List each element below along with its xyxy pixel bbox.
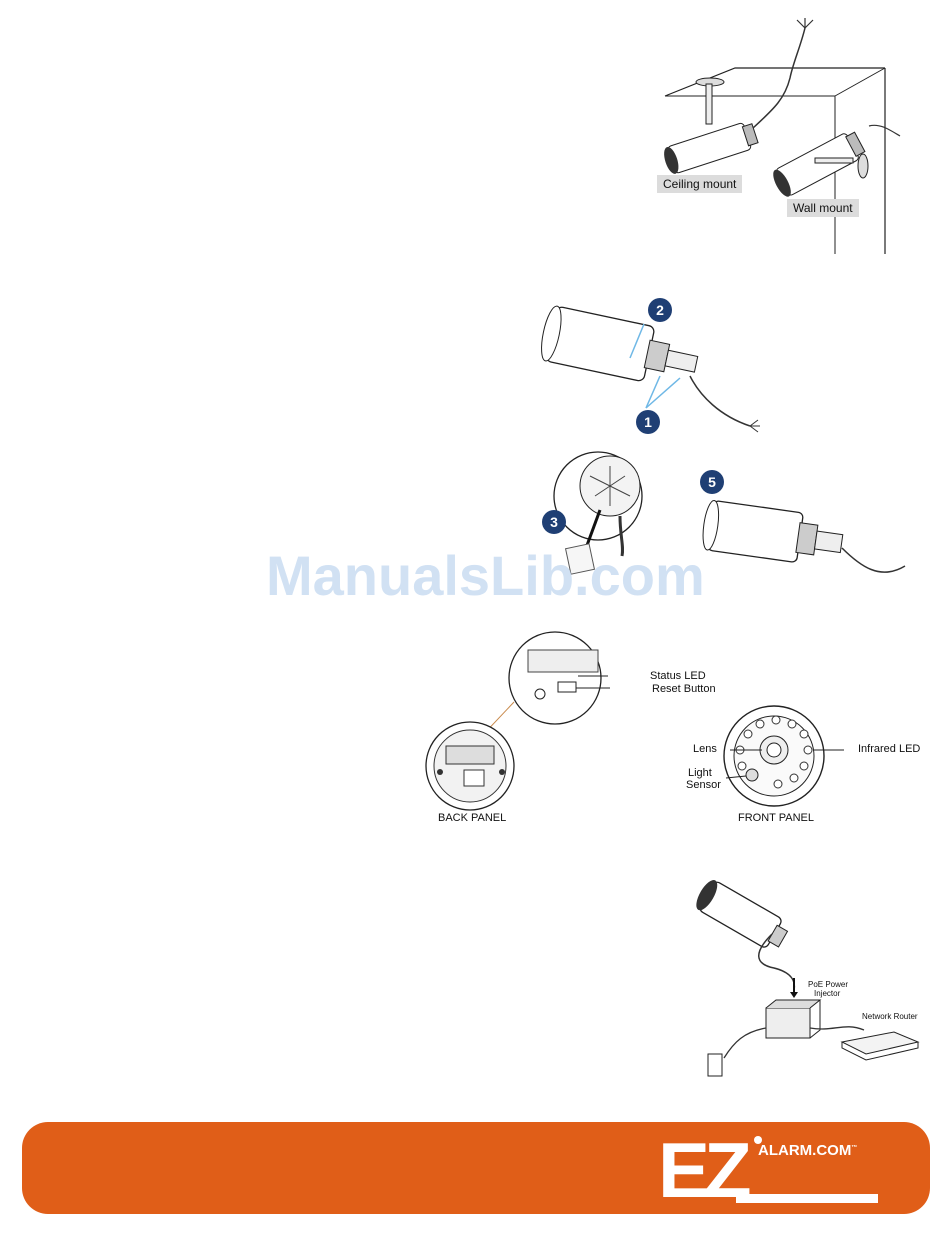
logo-alarm-word: ALARM.COM [758,1142,851,1159]
network-router-label: Network Router [862,1012,918,1021]
step-badge-1: 1 [636,410,660,434]
manualslib-watermark: ManualsLib.com [266,543,705,608]
status-led-label: Status LED [650,670,706,682]
step-badge-5: 5 [700,470,724,494]
footer-bar: EZ ALARM.COM™ [22,1122,930,1214]
infrared-led-label: Infrared LED [858,743,920,755]
logo-alarm-text: ALARM.COM™ [758,1142,857,1159]
back-panel-caption: BACK PANEL [438,812,506,824]
ceiling-mount-label: Ceiling mount [657,175,742,193]
light-sensor-label-2: Sensor [686,779,721,791]
front-panel-caption: FRONT PANEL [738,812,814,824]
step-badge-3: 3 [542,510,566,534]
poe-connection-figure: PoE Power Injector Network Router [694,872,926,1086]
ez-alarm-logo: EZ ALARM.COM™ [658,1130,894,1208]
panels-figure: Status LED Reset Button Lens Infrared LE… [410,630,930,830]
light-sensor-label-1: Light [688,767,712,779]
logo-underline [736,1194,878,1203]
reset-button-label: Reset Button [652,683,716,695]
logo-ez-text: EZ [658,1132,746,1208]
lens-label: Lens [693,743,717,755]
poe-injector-label-2: Injector [814,989,840,998]
mounting-figure: Ceiling mount Wall mount [655,18,895,258]
poe-injector-label-1: PoE Power [808,980,848,989]
logo-tm: ™ [851,1145,857,1151]
wall-mount-label: Wall mount [787,199,859,217]
step-badge-2: 2 [648,298,672,322]
